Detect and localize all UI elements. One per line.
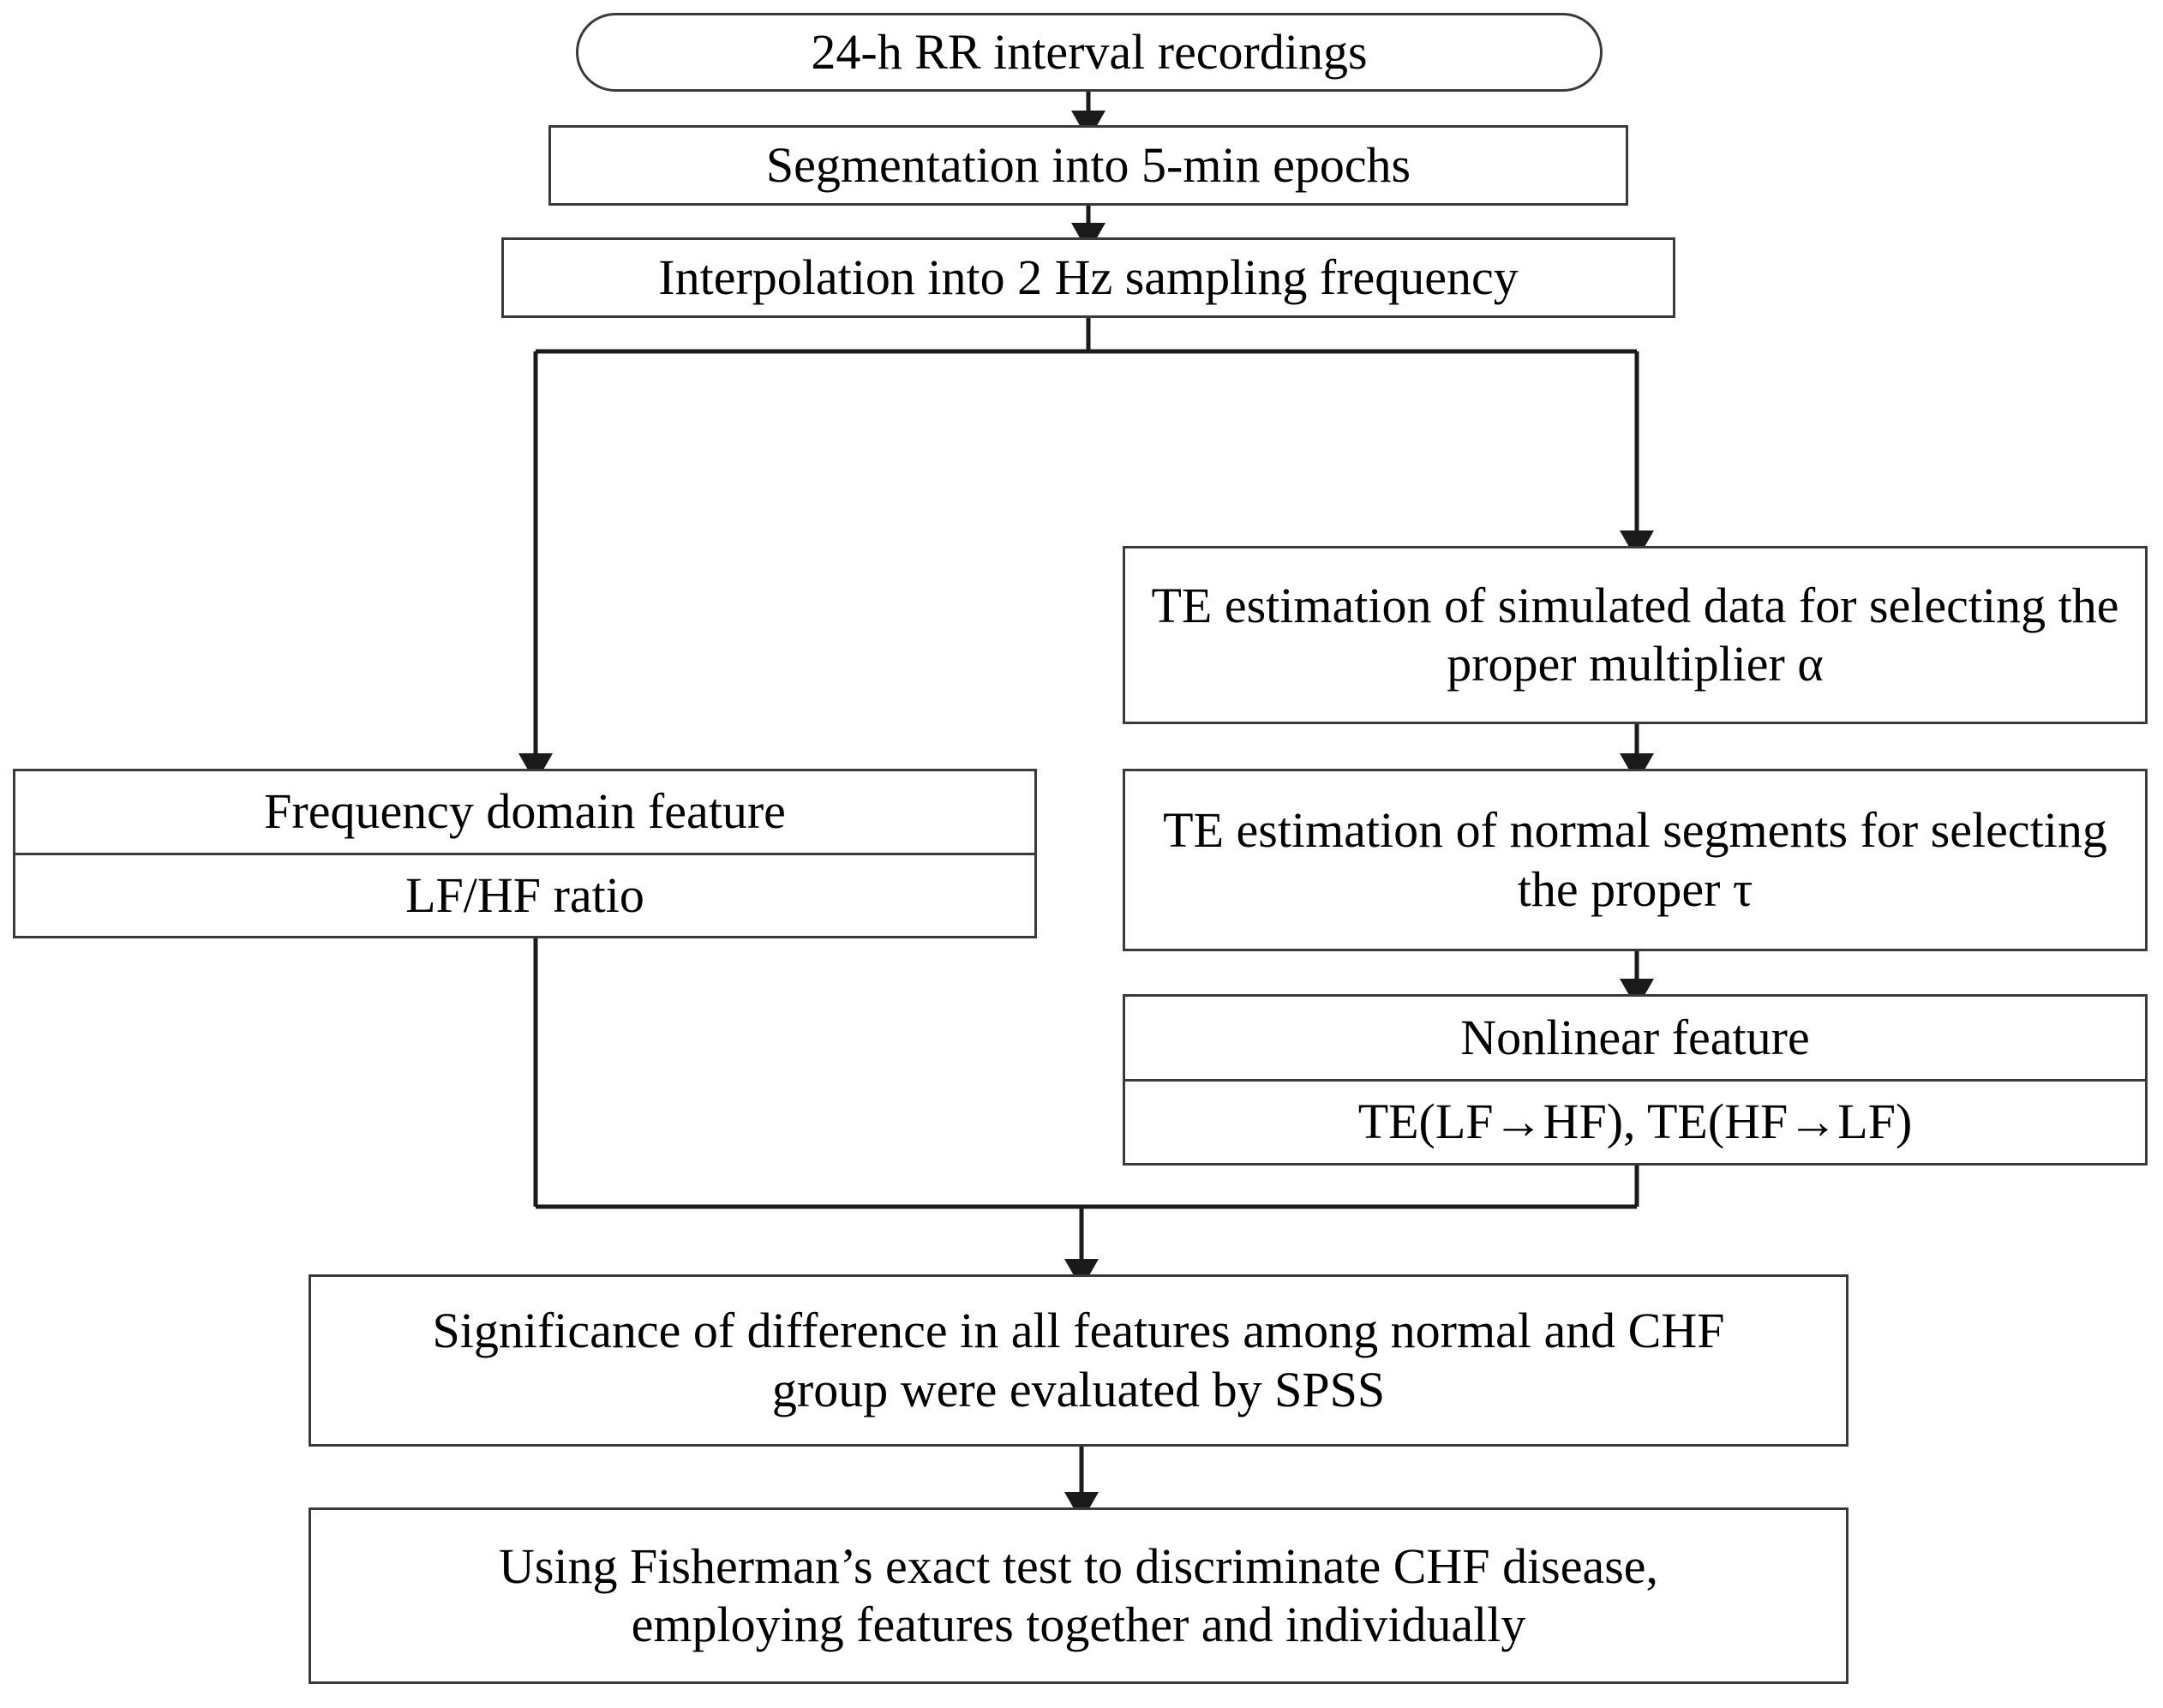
node-te-estimation-simulated[interactable]: TE estimation of simulated data for sele…	[1123, 546, 2148, 724]
node-fisher-exact-test-label: Using Fisherman’s exact test to discrimi…	[498, 1537, 1659, 1652]
node-spss-significance[interactable]: Significance of difference in all featur…	[309, 1274, 1848, 1447]
node-nonlinear-feature-header-row: Nonlinear feature	[1125, 997, 2145, 1082]
node-nonlinear-feature-body-row: TE(LF→HF), TE(HF→LF)	[1125, 1082, 2145, 1164]
node-start-rr-recordings[interactable]: 24-h RR interval recordings	[576, 13, 1603, 92]
node-frequency-domain-feature[interactable]: Frequency domain feature LF/HF ratio	[13, 769, 1037, 938]
node-frequency-domain-feature-header: Frequency domain feature	[264, 783, 786, 840]
node-frequency-domain-feature-body-row: LF/HF ratio	[15, 855, 1034, 937]
node-nonlinear-feature-header: Nonlinear feature	[1460, 1009, 1810, 1065]
node-frequency-domain-feature-header-row: Frequency domain feature	[15, 771, 1034, 855]
node-fisher-exact-test[interactable]: Using Fisherman’s exact test to discrimi…	[309, 1507, 1848, 1684]
node-segmentation[interactable]: Segmentation into 5-min epochs	[548, 125, 1628, 206]
node-nonlinear-feature[interactable]: Nonlinear feature TE(LF→HF), TE(HF→LF)	[1123, 994, 2148, 1166]
node-segmentation-label: Segmentation into 5-min epochs	[765, 136, 1411, 193]
node-start-label: 24-h RR interval recordings	[811, 23, 1368, 80]
node-te-estimation-normal-segments-label: TE estimation of normal segments for sel…	[1163, 802, 2107, 917]
node-spss-significance-label: Significance of difference in all featur…	[432, 1303, 1725, 1417]
node-interpolation[interactable]: Interpolation into 2 Hz sampling frequen…	[501, 237, 1675, 318]
node-interpolation-label: Interpolation into 2 Hz sampling frequen…	[658, 249, 1519, 305]
node-nonlinear-feature-body: TE(LF→HF), TE(HF→LF)	[1357, 1094, 1913, 1150]
node-te-estimation-simulated-label: TE estimation of simulated data for sele…	[1151, 577, 2119, 692]
node-frequency-domain-feature-body: LF/HF ratio	[405, 866, 644, 923]
node-te-estimation-normal-segments[interactable]: TE estimation of normal segments for sel…	[1123, 769, 2148, 951]
